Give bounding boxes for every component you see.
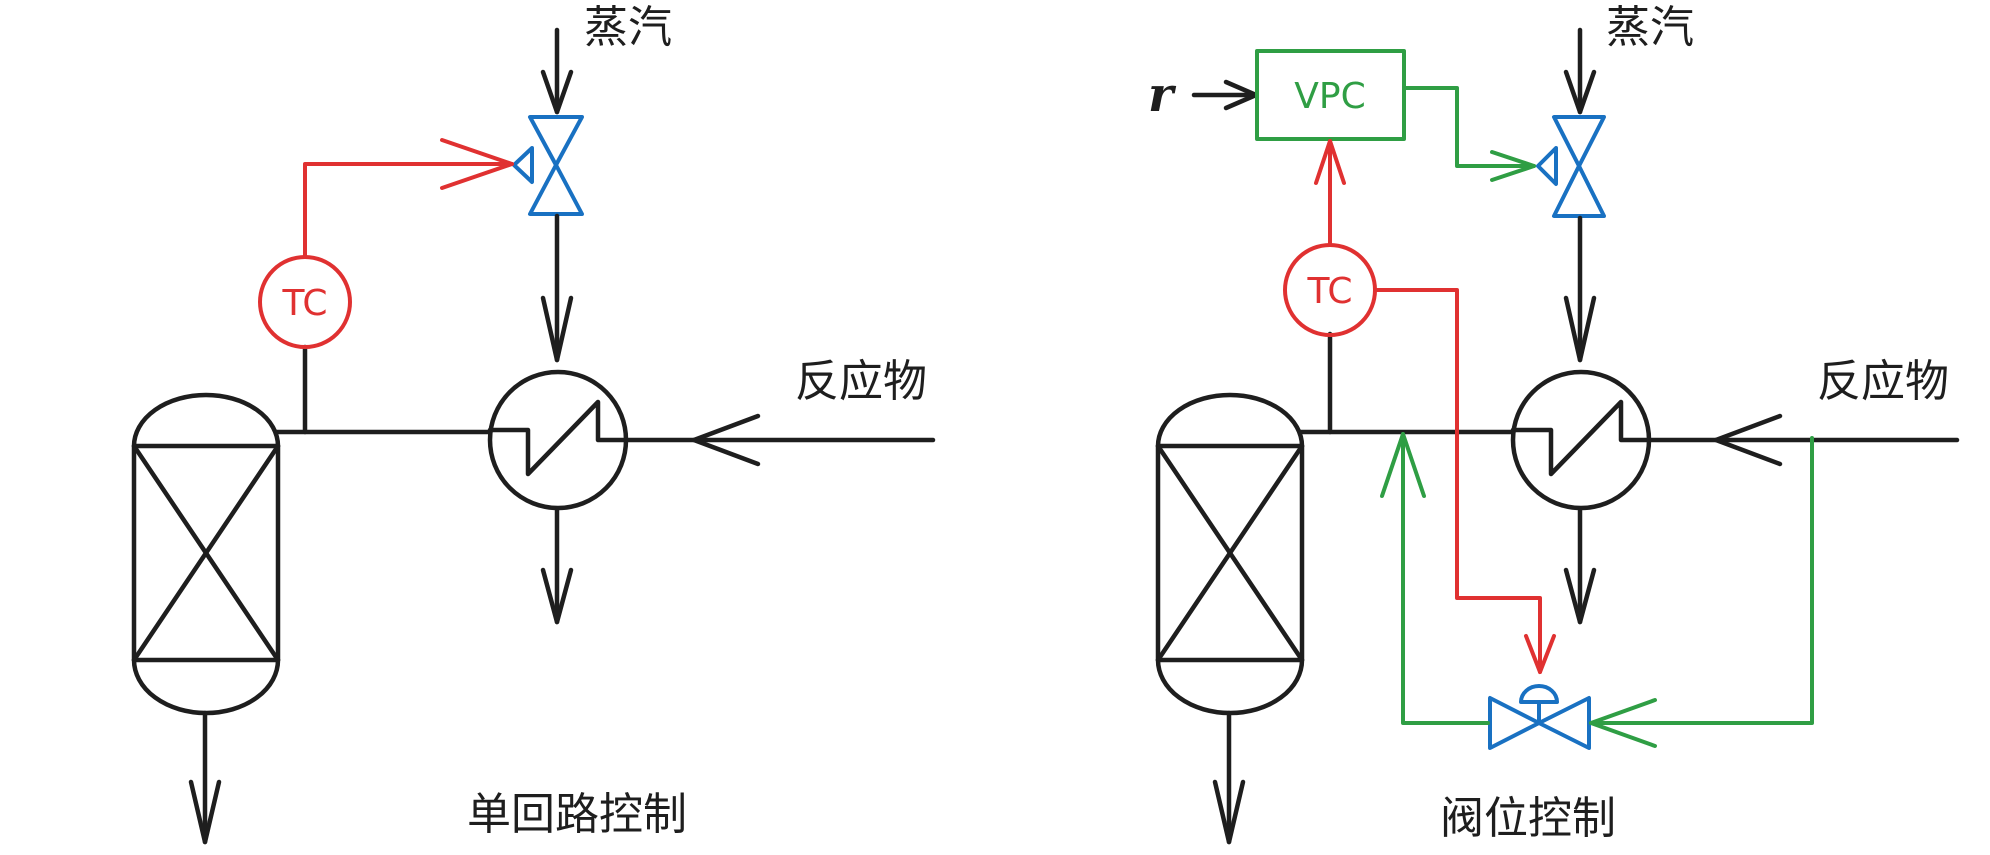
vpc-controller: VPC	[1255, 49, 1406, 141]
tc-to-bypass-valve-signal-line	[1373, 288, 1556, 674]
right-heat-exchanger-icon	[1510, 369, 1652, 511]
single-loop-diagram: 蒸汽 反应物	[131, 2, 936, 845]
right-caption: 阀位控制	[1440, 793, 1616, 844]
left-valve-to-exchanger-line	[540, 213, 574, 363]
left-caption: 单回路控制	[467, 789, 687, 840]
left-tc-controller: TC	[258, 255, 352, 349]
right-steam-line	[1563, 27, 1597, 115]
vpc-to-steam-valve-line	[1402, 86, 1536, 182]
right-tc-label: TC	[1306, 271, 1352, 312]
right-valve-to-exchanger-line	[1563, 215, 1597, 363]
vpc-label: VPC	[1294, 76, 1365, 117]
left-reactor-icon	[131, 392, 281, 716]
left-tc-signal-line	[303, 138, 514, 259]
right-reactant-label: 反应物	[1817, 356, 1949, 407]
left-exchanger-outlet-line	[540, 507, 574, 625]
left-reactor-outlet-line	[188, 710, 222, 845]
right-reactor-outlet-line	[1212, 710, 1246, 845]
right-steam-valve-icon	[1536, 115, 1606, 218]
tc-to-vpc-signal-line	[1314, 139, 1346, 247]
vpc-setpoint-symbol: r	[1148, 67, 1177, 123]
left-reactant-feed-line	[625, 413, 936, 467]
left-reactant-label: 反应物	[795, 356, 927, 407]
right-steam-label: 蒸汽	[1606, 2, 1694, 53]
right-exchanger-outlet-line	[1563, 507, 1597, 625]
right-tc-controller: TC	[1283, 243, 1377, 337]
vpc-setpoint-arrow	[1191, 79, 1259, 111]
bypass-valve-icon	[1488, 684, 1591, 750]
left-heat-exchanger-icon	[487, 369, 629, 511]
left-steam-valve-icon	[512, 115, 584, 216]
right-reactant-feed-line	[1648, 413, 1960, 467]
right-reactor-icon	[1155, 392, 1305, 716]
valve-position-diagram: r VPC 蒸汽	[1148, 2, 1960, 845]
left-tc-label: TC	[281, 283, 327, 324]
bypass-line	[1380, 432, 1814, 748]
left-steam-line	[540, 27, 574, 115]
left-steam-label: 蒸汽	[584, 2, 672, 53]
